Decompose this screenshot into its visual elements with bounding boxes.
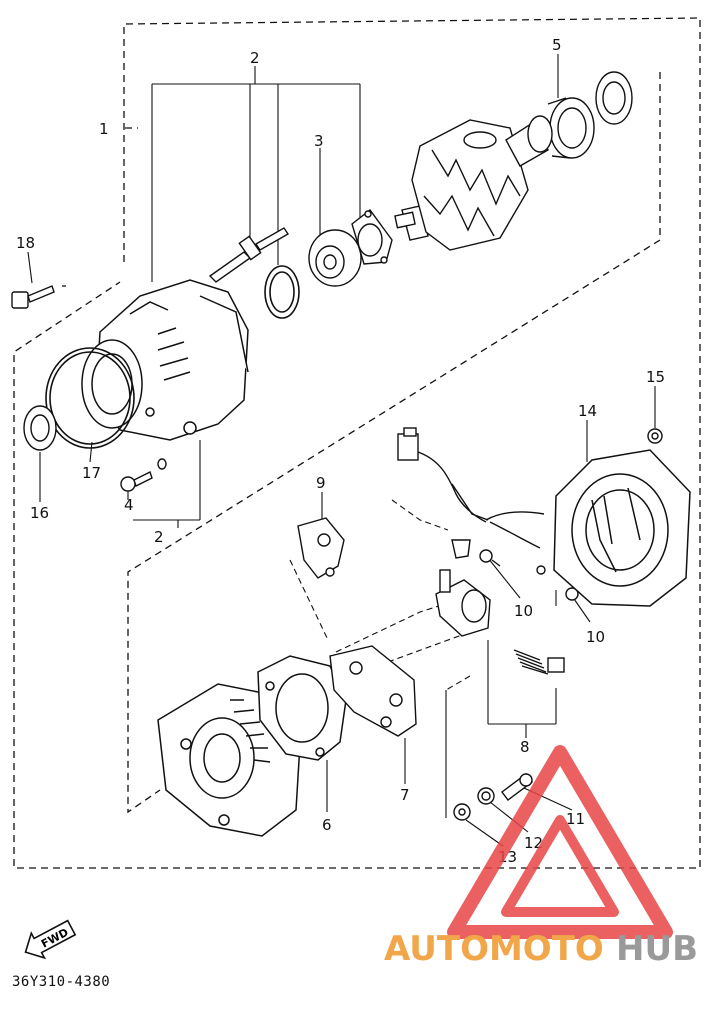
callout-2-bottom: 2 <box>154 528 164 546</box>
stator <box>257 655 347 761</box>
front-bearing <box>308 229 362 287</box>
callout-8: 8 <box>520 738 530 756</box>
regulator <box>297 517 345 579</box>
rotor-assembly <box>394 119 549 251</box>
callout-5: 5 <box>552 36 562 54</box>
through-bolt <box>208 227 289 283</box>
callout-10-a: 10 <box>514 602 533 620</box>
rotor-bearing <box>527 97 595 159</box>
rectifier <box>329 645 417 737</box>
rear-cover <box>553 449 691 607</box>
oil-seal <box>23 405 57 451</box>
drawing-code: 36Y310-4380 <box>12 974 111 990</box>
front-housing <box>81 279 249 441</box>
screw-10a <box>479 549 501 567</box>
callout-15: 15 <box>646 368 665 386</box>
terminal-washer <box>477 787 495 805</box>
callout-1: 1 <box>99 120 109 138</box>
callout-2-top: 2 <box>250 49 260 67</box>
rear-housing <box>157 683 301 837</box>
callout-17: 17 <box>82 464 101 482</box>
watermark-text-hub: HUB <box>616 929 698 969</box>
housing-o-ring <box>45 347 135 449</box>
fwd-arrow-icon: FWD <box>24 919 77 960</box>
callout-6: 6 <box>322 816 332 834</box>
screw-10b <box>565 587 579 601</box>
callout-9: 9 <box>316 474 326 492</box>
terminal-bolt <box>501 773 533 801</box>
watermark-logo <box>447 745 673 939</box>
housing-bolt <box>11 285 55 309</box>
retainer-plate <box>351 209 393 265</box>
callout-3: 3 <box>314 132 324 150</box>
callout-16: 16 <box>30 504 49 522</box>
callout-4: 4 <box>124 496 134 514</box>
wiring-harness <box>397 427 546 575</box>
callout-14: 14 <box>578 402 597 420</box>
callout-11: 11 <box>566 810 585 828</box>
o-ring <box>264 265 300 319</box>
terminal-nut <box>453 803 471 821</box>
brush-spring <box>513 649 565 675</box>
cover-nut <box>647 428 663 444</box>
callout-18: 18 <box>16 234 35 252</box>
rotor-seal-ring <box>595 71 633 125</box>
callout-7: 7 <box>400 786 410 804</box>
screw-4 <box>120 458 167 492</box>
leader-lines <box>27 54 656 847</box>
watermark-text-automoto: AUTOMOTO <box>384 929 604 969</box>
assembly-boundary <box>13 17 701 869</box>
callout-10-b: 10 <box>586 628 605 646</box>
brush-holder <box>435 539 491 637</box>
